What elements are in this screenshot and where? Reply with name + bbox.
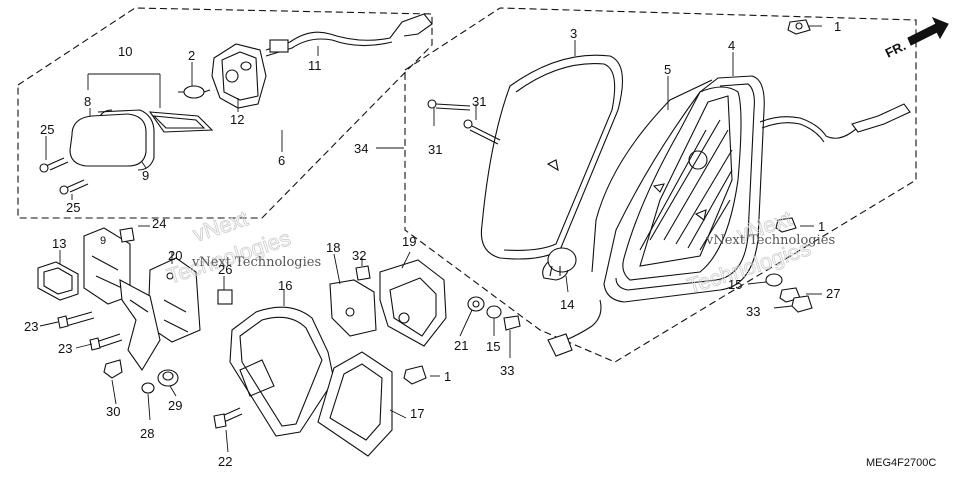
callout-label: 24 (152, 216, 166, 231)
callout-label: 2 (188, 48, 195, 63)
callout-label: 17 (410, 406, 424, 421)
taillight-wire (547, 103, 911, 357)
screw-25-lower (59, 179, 89, 195)
callout-label: 19 (402, 234, 416, 249)
callout-label: 34 (354, 141, 368, 156)
callout-label: 1 (444, 369, 451, 384)
front-direction-arrow (907, 16, 949, 46)
watermark-text-left: vNext Technologies (191, 255, 321, 270)
callout-label: 14 (560, 297, 574, 312)
nut-32 (355, 265, 371, 281)
plate-stay-bracket (119, 279, 161, 372)
bolt-22 (213, 407, 243, 429)
nut-1-mid (775, 217, 797, 233)
callout-label: 5 (664, 62, 671, 77)
callout-label: 25 (40, 122, 54, 137)
callout-label: 16 (278, 278, 292, 293)
callout-label: 11 (308, 58, 322, 73)
svg-text:9: 9 (100, 235, 106, 247)
collar-28 (141, 382, 155, 394)
callout-label: 3 (570, 26, 577, 41)
bolt-23-lower (89, 333, 123, 351)
bolt-23-upper (57, 311, 95, 329)
callout-label: 31 (428, 142, 442, 157)
callout-label: 15 (486, 339, 500, 354)
callout-label: 33 (500, 363, 514, 378)
leader-lines (39, 25, 822, 453)
collar-21 (467, 296, 485, 312)
bracket-19 (379, 259, 447, 347)
front-direction-label: FR. (883, 38, 908, 61)
nut-30 (103, 359, 123, 379)
callout-label: 1 (818, 219, 825, 234)
washer-15-right (765, 273, 783, 287)
screw-31-a (427, 99, 471, 111)
grommet-26 (217, 289, 233, 305)
taillight-bulb (542, 247, 577, 281)
taillight-reflector (622, 86, 742, 281)
callout-label: 23 (58, 341, 72, 356)
washer-15-left (486, 305, 502, 319)
callout-label: 25 (66, 200, 80, 215)
callout-label: 28 (140, 426, 154, 441)
rear-fender-16 (229, 306, 335, 437)
group-box-taillight (404, 7, 917, 363)
callout-label: 20 (168, 248, 182, 263)
license-light-lens-seal (148, 111, 214, 133)
callout-label: 29 (168, 398, 182, 413)
callout-label: 4 (728, 38, 735, 53)
grommet-29 (157, 369, 179, 387)
diagram-code: MEG4F2700C (866, 457, 936, 469)
license-light-lens (69, 109, 155, 171)
license-light-socket (211, 43, 267, 109)
callout-label: 22 (218, 454, 232, 469)
nut-33-left (503, 315, 521, 331)
callout-numbers: 1 1 1 2 3 4 5 6 8 9 10 11 12 13 14 15 15… (24, 19, 841, 469)
callout-label: 27 (826, 286, 840, 301)
screw-31-b (463, 119, 501, 145)
callout-label: 13 (52, 236, 66, 251)
taillight-outer-lens (480, 54, 623, 260)
screw-25-upper (39, 157, 69, 173)
license-light-bulb (178, 85, 211, 99)
callout-label: 30 (106, 404, 120, 419)
callout-label: 9 (142, 168, 149, 183)
callout-label: 18 (326, 240, 340, 255)
callout-label: 1 (834, 19, 841, 34)
collar-24 (119, 227, 135, 243)
nut-1-top (787, 19, 811, 35)
callout-label: 31 (472, 94, 486, 109)
plate-stay-lower: 9 (83, 227, 131, 305)
callout-label: 6 (278, 153, 285, 168)
callout-label: 33 (746, 304, 760, 319)
callout-label: 32 (352, 248, 366, 263)
watermark-text-right: vNext Technologies (705, 233, 835, 248)
callout-label: 10 (118, 44, 132, 59)
callout-label: 21 (454, 338, 468, 353)
group-box-license-light (17, 7, 433, 219)
callout-label: 23 (24, 319, 38, 334)
nut-33-right (791, 295, 813, 313)
reflector-13 (37, 261, 79, 301)
bracket-18 (329, 279, 377, 337)
callout-label: 12 (230, 112, 244, 127)
callout-label: 8 (84, 94, 91, 109)
license-light-cord (265, 13, 433, 57)
callout-label: 26 (218, 262, 232, 277)
callout-label: 15 (728, 277, 742, 292)
seal-17 (317, 351, 393, 457)
nut-1-bottom (403, 365, 427, 385)
taillight-gasket (591, 79, 713, 273)
